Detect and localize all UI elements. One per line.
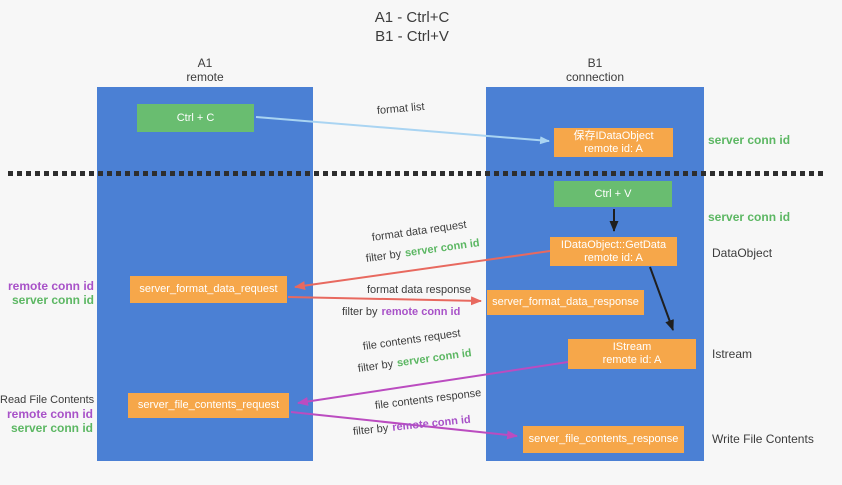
node-ctrl-v: Ctrl + V <box>554 181 672 207</box>
annotation-read-file-block: Read File Contents remote conn id server… <box>0 393 95 435</box>
server-conn-id-text: server conn id <box>396 347 473 370</box>
dotted-separator-line <box>8 171 823 176</box>
server-conn-id-text: server conn id <box>404 237 481 260</box>
left-column-subtitle: remote <box>186 70 224 84</box>
label-file-contents-response: file contents response <box>374 387 482 412</box>
node-file-request-label: server_file_contents_request <box>137 399 280 411</box>
node-getdata-line2: remote id: A <box>584 251 643 264</box>
node-save-idataobject: 保存IDataObject remote id: A <box>554 128 673 157</box>
node-server-format-data-response: server_format_data_response <box>487 290 644 315</box>
annotation-server-conn-id: server conn id <box>10 421 93 435</box>
filter-by-text: filter by <box>357 358 394 375</box>
node-file-response-label: server_file_contents_response <box>528 433 679 445</box>
label-format-data-response: format data response <box>367 284 471 296</box>
node-format-request-label: server_format_data_request <box>139 283 278 295</box>
remote-conn-id-text: remote conn id <box>381 306 461 318</box>
node-istream: IStream remote id: A <box>568 339 696 369</box>
filter-by-text: filter by <box>365 248 402 265</box>
label-format-list: format list <box>376 100 426 117</box>
node-server-file-contents-response: server_file_contents_response <box>523 426 684 453</box>
node-istream-line1: IStream <box>612 341 652 353</box>
annotation-write-file-contents: Write File Contents <box>712 432 814 446</box>
diagram-title: A1 - Ctrl+C B1 - Ctrl+V <box>302 8 522 46</box>
node-ctrl-c-label: Ctrl + C <box>176 111 215 124</box>
annotation-server-conn-id: server conn id <box>11 293 94 307</box>
annotation-remote-conn-id: remote conn id <box>7 279 94 293</box>
annotation-read-file-contents: Read File Contents <box>0 394 95 406</box>
filter-by-text: filter by <box>352 422 389 438</box>
left-column-header: A1 remote <box>97 56 313 84</box>
annotation-server-conn-id-top: server conn id <box>708 133 791 147</box>
node-save-idataobject-line2: remote id: A <box>584 142 643 155</box>
node-format-response-label: server_format_data_response <box>492 296 639 308</box>
annotation-istream: Istream <box>712 347 753 361</box>
annotation-server-conn-id-mid: server conn id <box>708 210 791 224</box>
label-file-contents-request: file contents request <box>362 327 462 353</box>
node-server-format-data-request: server_format_data_request <box>130 276 287 303</box>
annotation-conn-ids-top: remote conn id server conn id <box>0 279 94 307</box>
arrow-format-data-response <box>287 296 482 306</box>
filter-by-text: filter by <box>342 306 378 318</box>
annotation-remote-conn-id: remote conn id <box>6 407 93 421</box>
node-idataobject-getdata: IDataObject::GetData remote id: A <box>550 237 677 266</box>
node-ctrl-v-label: Ctrl + V <box>594 187 632 200</box>
node-ctrl-c: Ctrl + C <box>137 104 254 132</box>
node-getdata-line1: IDataObject::GetData <box>560 238 667 251</box>
title-line-1: A1 - Ctrl+C <box>374 9 450 26</box>
right-column-subtitle: connection <box>565 70 625 84</box>
left-column-name: A1 <box>197 56 213 70</box>
node-server-file-contents-request: server_file_contents_request <box>128 393 289 418</box>
node-save-idataobject-line1: 保存IDataObject <box>573 129 654 142</box>
node-istream-line2: remote id: A <box>602 354 662 366</box>
annotation-dataobject: DataObject <box>712 246 773 260</box>
right-column-header: B1 connection <box>486 56 704 84</box>
remote-conn-id-text: remote conn id <box>391 413 472 434</box>
right-column-name: B1 <box>587 56 603 70</box>
title-line-2: B1 - Ctrl+V <box>375 28 449 45</box>
